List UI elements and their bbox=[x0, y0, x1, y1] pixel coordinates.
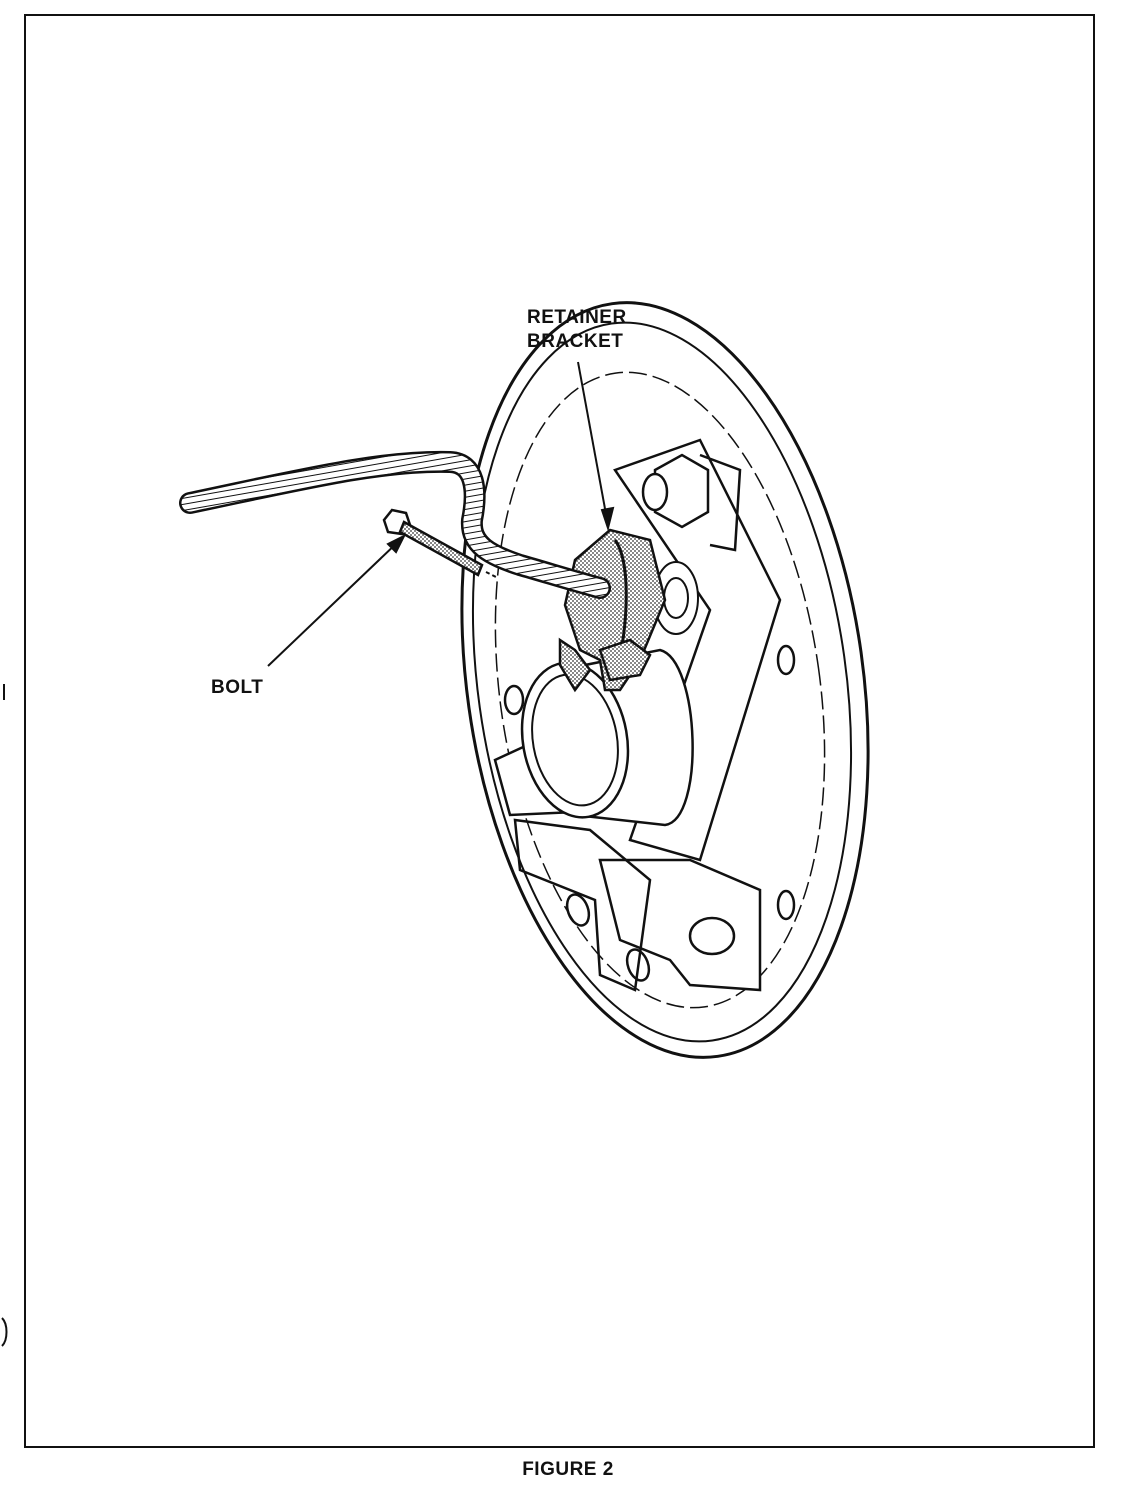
retainer-bracket bbox=[558, 528, 667, 693]
callout-leaders bbox=[267, 361, 615, 667]
wheel-cylinder bbox=[520, 648, 694, 827]
retainer-bracket-label-line2: BRACKET bbox=[527, 331, 624, 352]
margin-marks bbox=[1, 684, 8, 1347]
figure-caption: FIGURE 2 bbox=[522, 1459, 614, 1480]
hex-nut bbox=[641, 453, 710, 529]
bolt-label: BOLT bbox=[211, 677, 264, 698]
retainer-bracket-label: RETAINER BRACKET bbox=[527, 306, 627, 354]
bolt bbox=[382, 508, 499, 579]
sensor-wire-harness bbox=[179, 450, 611, 599]
figure-frame bbox=[24, 14, 1095, 1448]
retainer-bracket-label-line1: RETAINER bbox=[527, 307, 627, 328]
